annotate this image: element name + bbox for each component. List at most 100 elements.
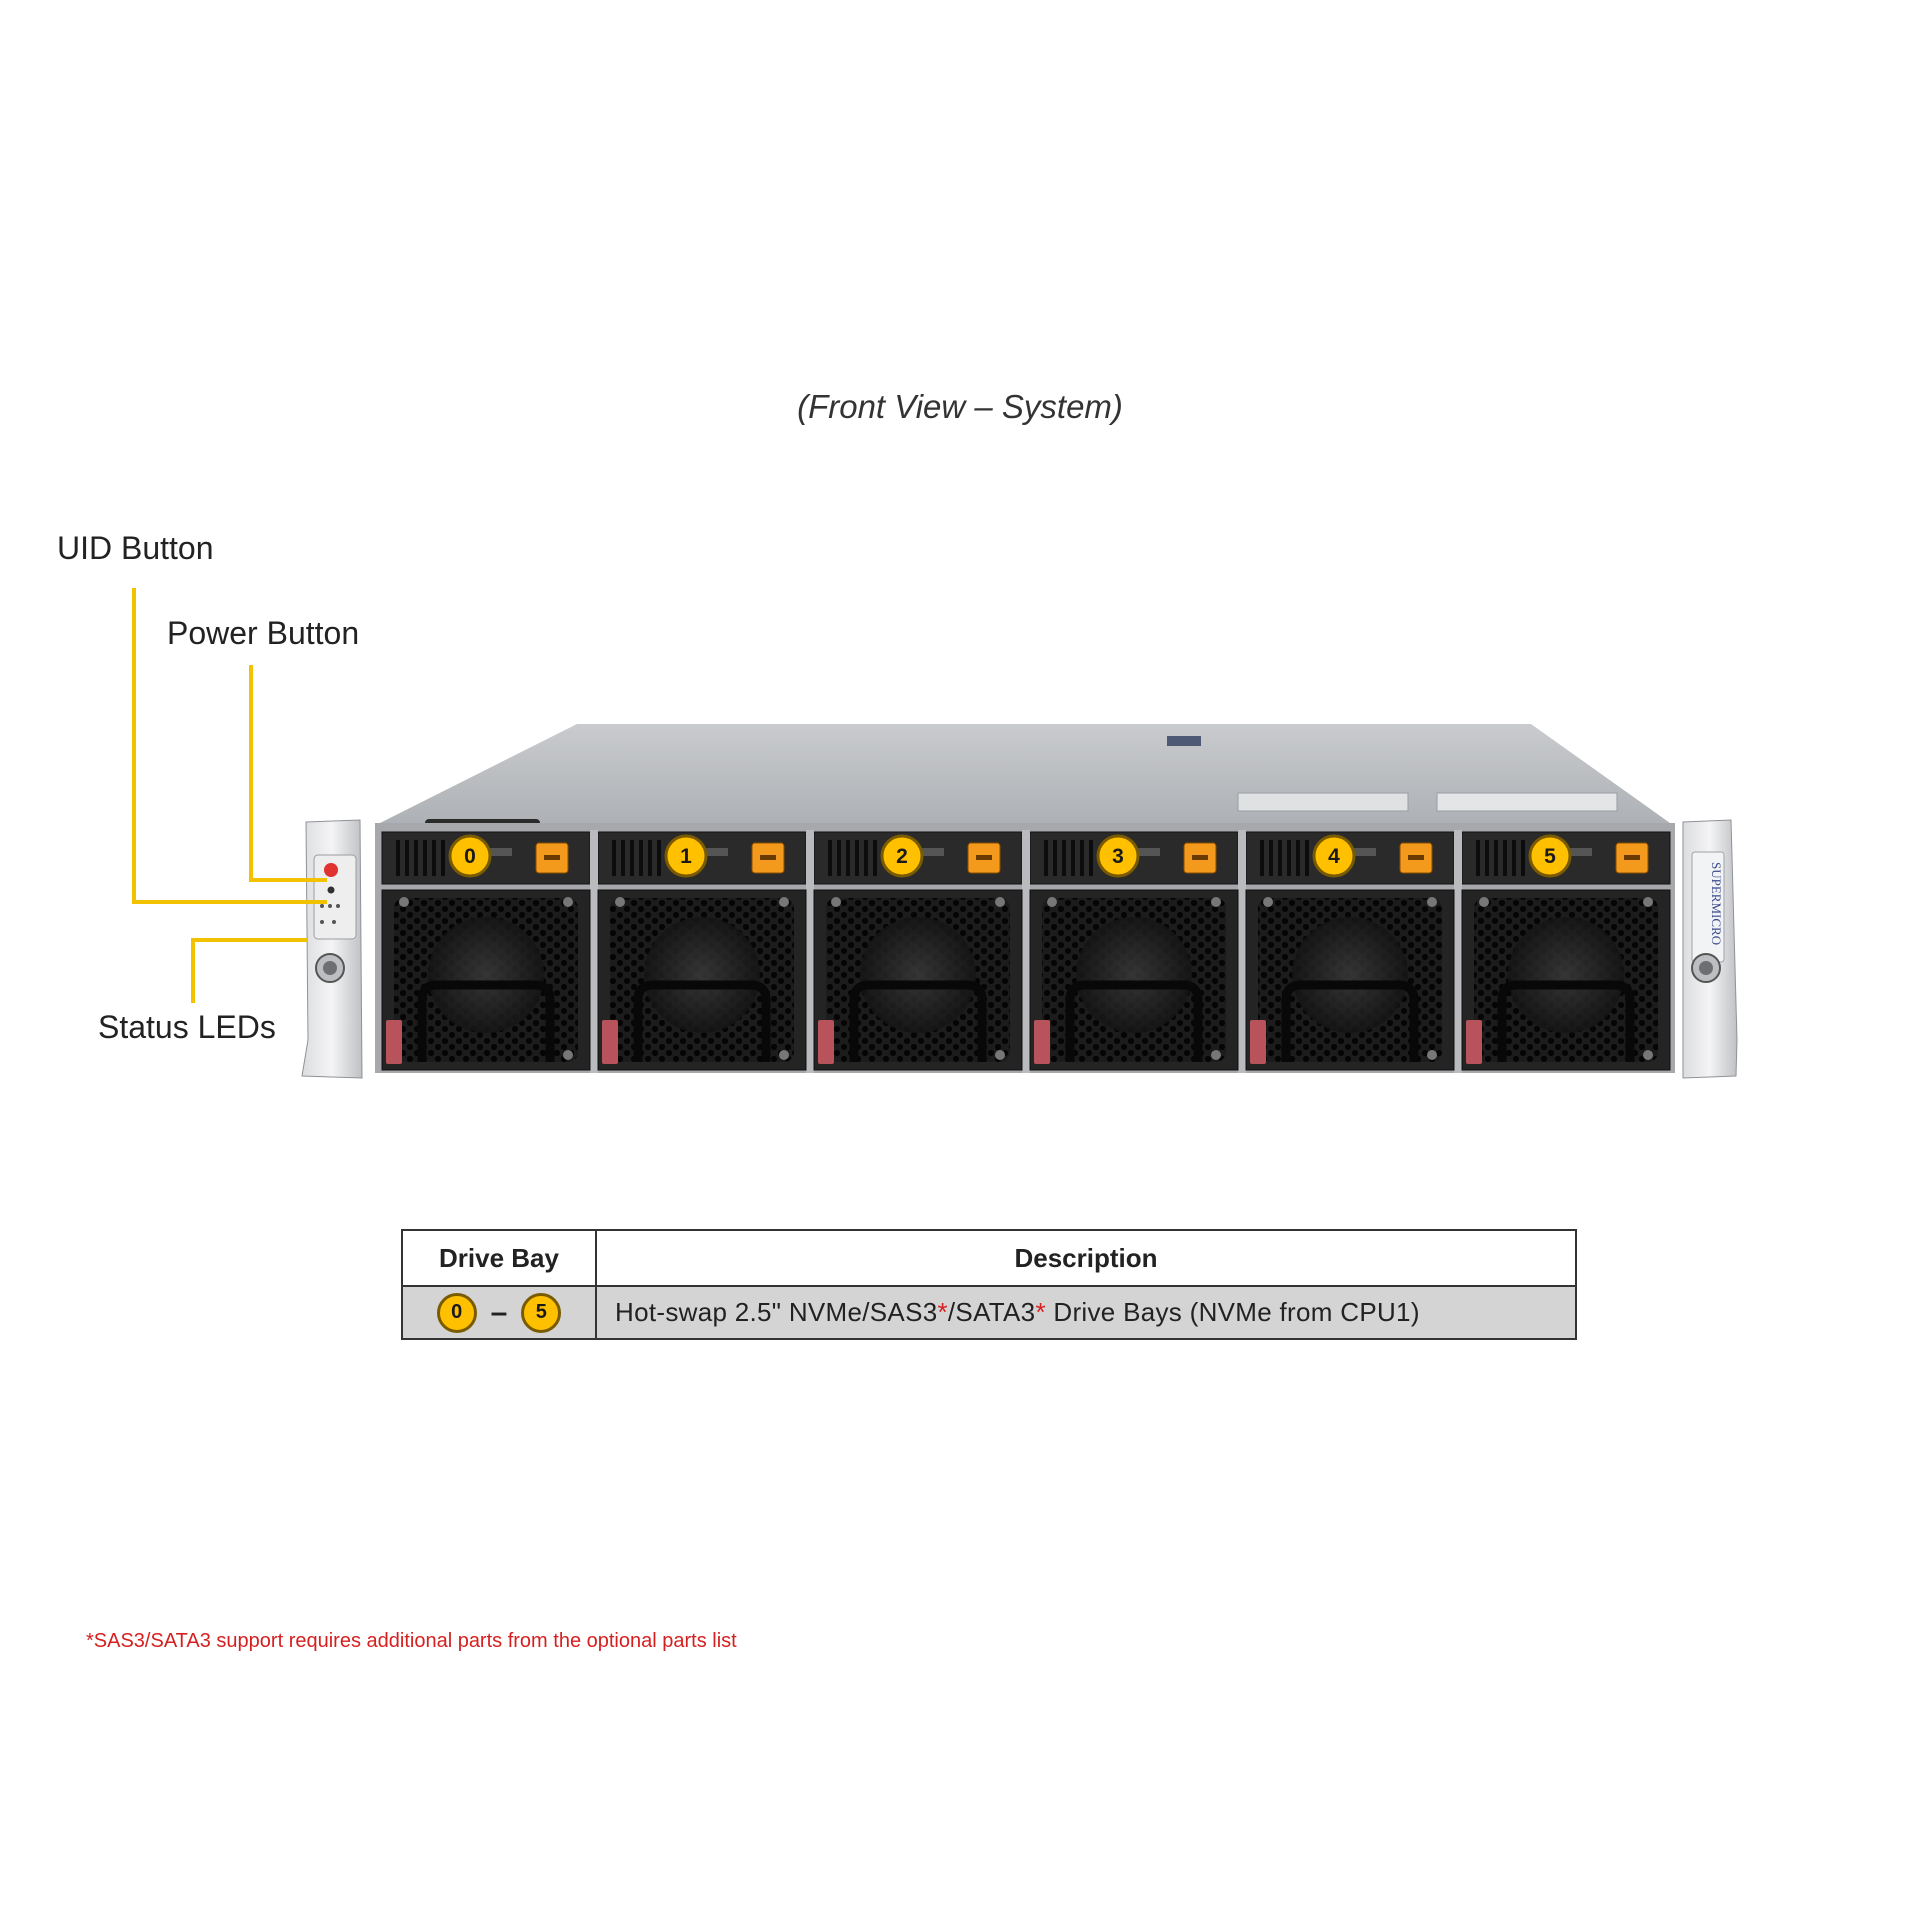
bay-divider bbox=[590, 830, 598, 1073]
latch-grip bbox=[976, 855, 992, 860]
bay-number-label: 3 bbox=[1112, 845, 1124, 868]
fan-module[interactable] bbox=[1461, 889, 1671, 1071]
top-label-1 bbox=[1237, 792, 1409, 812]
fan-screw-icon bbox=[615, 897, 625, 907]
fan-handle-icon[interactable] bbox=[1497, 980, 1635, 1062]
range-dash: – bbox=[490, 1295, 508, 1329]
fan-screw-icon bbox=[779, 897, 789, 907]
tray-vent bbox=[621, 840, 625, 876]
tray-vent bbox=[873, 840, 877, 876]
drive-bay-legend-table: Drive Bay Description 0 – 5 Hot-swap 2.5… bbox=[401, 1229, 1577, 1340]
power-button-label: Power Button bbox=[167, 615, 360, 651]
status-led-icon bbox=[336, 904, 340, 908]
description-text: Drive Bays (NVMe from CPU1) bbox=[1045, 1297, 1420, 1327]
fan-module[interactable] bbox=[1245, 889, 1455, 1071]
status-led-icon bbox=[320, 904, 324, 908]
fan-handle-icon[interactable] bbox=[849, 980, 987, 1062]
fan-release-tab[interactable] bbox=[1250, 1020, 1266, 1064]
fan-release-tab[interactable] bbox=[602, 1020, 618, 1064]
latch-grip bbox=[1408, 855, 1424, 860]
status-led-icon bbox=[332, 920, 336, 924]
sata3-asterisk: * bbox=[1035, 1297, 1046, 1327]
status-led-icon bbox=[320, 920, 324, 924]
tray-vent bbox=[396, 840, 400, 876]
fan-screw-icon bbox=[399, 897, 409, 907]
bay-divider bbox=[1454, 830, 1462, 1073]
tray-vent bbox=[1287, 840, 1291, 876]
bay-number-label: 2 bbox=[896, 845, 908, 868]
footnote: *SAS3/SATA3 support requires additional … bbox=[86, 1630, 737, 1652]
tray-vent bbox=[1044, 840, 1048, 876]
fan-screw-icon bbox=[831, 897, 841, 907]
tray-vent bbox=[1485, 840, 1489, 876]
fan-release-tab[interactable] bbox=[1466, 1020, 1482, 1064]
power-button-icon bbox=[324, 863, 338, 877]
fan-release-tab[interactable] bbox=[818, 1020, 834, 1064]
tray-vent bbox=[1062, 840, 1066, 876]
drive-bay-row: 0 1 2 3 4 5 bbox=[381, 830, 1671, 1073]
tray-vent bbox=[1071, 840, 1075, 876]
fan-screw-icon bbox=[779, 1050, 789, 1060]
latch-grip bbox=[1624, 855, 1640, 860]
drive-bay-3[interactable]: 3 bbox=[1029, 831, 1239, 885]
bay-number-marker bbox=[1096, 834, 1140, 878]
tray-slot bbox=[916, 848, 944, 856]
bay-divider bbox=[1022, 830, 1030, 1073]
tray-vent bbox=[441, 840, 445, 876]
fan-screw-icon bbox=[1643, 1050, 1653, 1060]
tray-vent bbox=[630, 840, 634, 876]
tray-vent bbox=[1476, 840, 1480, 876]
tray-vent bbox=[414, 840, 418, 876]
fan-screw-icon bbox=[1479, 897, 1489, 907]
status-led-icon bbox=[328, 904, 332, 908]
fan-hub bbox=[1292, 917, 1408, 1033]
bay-number-label: 0 bbox=[464, 845, 476, 868]
description-cell: Hot-swap 2.5" NVMe/SAS3*/SATA3* Drive Ba… bbox=[595, 1285, 1577, 1340]
status-leds-callout-line bbox=[191, 938, 307, 1003]
fan-handle-icon[interactable] bbox=[1065, 980, 1203, 1062]
uid-button-label: UID Button bbox=[57, 530, 214, 566]
fan-screw-icon bbox=[1263, 897, 1273, 907]
tray-vent bbox=[1278, 840, 1282, 876]
tray-vent bbox=[1260, 840, 1264, 876]
fan-screw-icon bbox=[1643, 897, 1653, 907]
power-button-callout-line bbox=[249, 665, 327, 882]
bay-number-label: 4 bbox=[1328, 845, 1340, 868]
fan-hub bbox=[1076, 917, 1192, 1033]
uid-button-callout-line bbox=[132, 588, 327, 904]
drive-bay-5[interactable]: 5 bbox=[1461, 831, 1671, 885]
drive-bay-1[interactable]: 1 bbox=[597, 831, 807, 885]
tray-slot bbox=[1564, 848, 1592, 856]
brand-label: SUPERMICRO bbox=[1709, 862, 1724, 945]
fan-screw-icon bbox=[1211, 1050, 1221, 1060]
fan-release-tab[interactable] bbox=[1034, 1020, 1050, 1064]
fan-module[interactable] bbox=[1029, 889, 1239, 1071]
fan-module[interactable] bbox=[381, 889, 591, 1071]
fan-release-tab[interactable] bbox=[386, 1020, 402, 1064]
fan-handle-icon[interactable] bbox=[417, 980, 555, 1062]
tray-vent bbox=[1521, 840, 1525, 876]
fan-handle-icon[interactable] bbox=[633, 980, 771, 1062]
tray-slot bbox=[1348, 848, 1376, 856]
drive-bay-0[interactable]: 0 bbox=[381, 831, 591, 885]
drive-bay-range-cell: 0 – 5 bbox=[401, 1285, 597, 1340]
drive-bay-4[interactable]: 4 bbox=[1245, 831, 1455, 885]
tray-vent bbox=[1053, 840, 1057, 876]
drive-bay-header: Drive Bay bbox=[401, 1229, 597, 1287]
tray-vent bbox=[1512, 840, 1516, 876]
fan-module[interactable] bbox=[597, 889, 807, 1071]
drive-bay-2[interactable]: 2 bbox=[813, 831, 1023, 885]
fan-module[interactable] bbox=[813, 889, 1023, 1071]
fan-hub bbox=[428, 917, 544, 1033]
bay-number-marker bbox=[1528, 834, 1572, 878]
fan-screw-icon bbox=[995, 897, 1005, 907]
left-thumbscrew-head bbox=[323, 961, 337, 975]
top-label-2 bbox=[1436, 792, 1618, 812]
fan-handle-icon[interactable] bbox=[1281, 980, 1419, 1062]
fan-screw-icon bbox=[1211, 897, 1221, 907]
tray-vent bbox=[639, 840, 643, 876]
tray-vent bbox=[1089, 840, 1093, 876]
front-control-panel bbox=[313, 854, 357, 940]
bay-divider bbox=[806, 830, 814, 1073]
table-header-row: Drive Bay Description bbox=[401, 1229, 1577, 1287]
